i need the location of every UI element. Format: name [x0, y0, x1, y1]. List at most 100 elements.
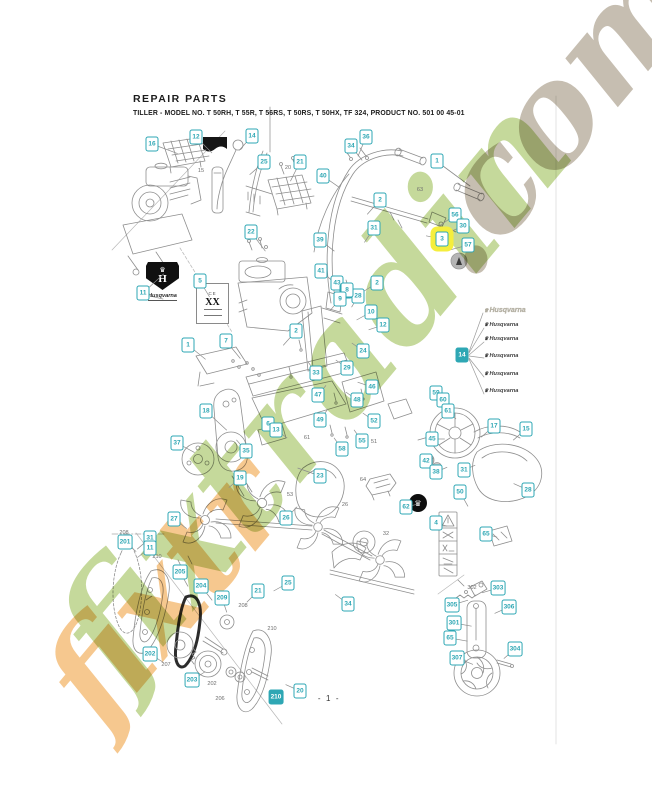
- part-callout-25: 25: [257, 154, 271, 170]
- part-callout-202: 202: [142, 646, 158, 662]
- part-callout-15: 15: [519, 421, 533, 437]
- part-callout-20: 20: [293, 683, 307, 699]
- page-title: REPAIR PARTS: [133, 93, 228, 105]
- crown-icon: ♛: [484, 308, 489, 314]
- page-number: - 1 -: [317, 694, 341, 703]
- part-callout-48: 48: [350, 392, 364, 408]
- part-callout-58: 58: [335, 441, 349, 457]
- part-number-label: 206: [215, 696, 225, 702]
- spec-decal-top: CE: [208, 291, 217, 296]
- part-number-label: 20: [284, 165, 292, 171]
- crown-icon: ♛: [484, 388, 489, 394]
- part-number-label: 63: [416, 187, 424, 193]
- part-callout-18: 18: [199, 403, 213, 419]
- part-number-label: 53: [286, 492, 294, 498]
- part-number-label: 32: [382, 531, 390, 537]
- decal-brand-text: Husqvarna: [489, 371, 519, 377]
- part-callout-61: 61: [441, 403, 455, 419]
- crown-icon: ♛: [484, 371, 489, 377]
- part-callout-203: 203: [184, 672, 200, 688]
- part-callout-306: 306: [501, 599, 517, 615]
- husqvarna-decal-row: ♛Husqvarna: [484, 371, 518, 377]
- part-callout-12: 12: [376, 317, 390, 333]
- part-callout-22: 22: [244, 224, 258, 240]
- part-callout-45: 45: [425, 431, 439, 447]
- crown-icon: ♛: [414, 498, 422, 508]
- husqvarna-decal-row: ♛Husqvarna: [484, 307, 526, 314]
- part-callout-10: 10: [364, 304, 378, 320]
- part-callout-49: 49: [313, 412, 327, 428]
- part-callout-301: 301: [446, 615, 462, 631]
- part-callout-304: 304: [507, 641, 523, 657]
- part-callout-65: 65: [479, 526, 493, 542]
- part-number-label: 61: [303, 435, 311, 441]
- part-callout-50: 50: [453, 484, 467, 500]
- part-callout-17: 17: [487, 418, 501, 434]
- part-number-label: 202: [207, 681, 217, 687]
- part-callout-31: 31: [457, 462, 471, 478]
- part-callout-41: 41: [314, 263, 328, 279]
- spec-decal-main: XX: [205, 297, 220, 308]
- part-number-label: 208: [119, 530, 129, 536]
- part-callout-35: 35: [239, 443, 253, 459]
- part-callout-7: 7: [219, 333, 233, 349]
- part-callout-14: 14: [245, 128, 259, 144]
- crown-icon: ♛: [484, 322, 489, 328]
- part-callout-305: 305: [444, 597, 460, 613]
- part-callout-27: 27: [167, 511, 181, 527]
- part-callout-40: 40: [316, 168, 330, 184]
- part-callout-23: 23: [313, 468, 327, 484]
- part-callout-13: 13: [269, 422, 283, 438]
- husqvarna-decal-row: ♛Husqvarna: [484, 336, 518, 342]
- part-number-label: 210: [267, 626, 277, 632]
- decal-brand-text: Husqvarna: [489, 388, 519, 394]
- part-callout-46: 46: [365, 379, 379, 395]
- part-callout-62: 62: [399, 499, 413, 515]
- part-callout-1: 1: [181, 337, 195, 353]
- part-callout-21: 21: [251, 583, 265, 599]
- part-callout-204: 204: [193, 578, 209, 594]
- part-callout-2: 2: [289, 323, 303, 339]
- part-number-label: 210: [152, 554, 162, 560]
- part-callout-11: 11: [136, 285, 150, 301]
- part-callout-209: 209: [214, 590, 230, 606]
- part-callout-34: 34: [341, 596, 355, 612]
- part-callout-307: 307: [449, 650, 465, 666]
- part-callout-303: 303: [490, 580, 506, 596]
- part-callout-19: 19: [233, 470, 247, 486]
- part-callout-1: 1: [430, 153, 444, 169]
- part-callout-47: 47: [311, 387, 325, 403]
- part-number-label: 302: [467, 585, 477, 591]
- husqvarna-decal-row: ♛Husqvarna: [484, 322, 518, 328]
- spec-decal-bars: [203, 309, 222, 316]
- decal-brand-text: Husqvarna: [489, 353, 519, 359]
- part-number-label: 26: [341, 502, 349, 508]
- part-callout-12: 12: [189, 129, 203, 145]
- part-number-label: 15: [197, 168, 205, 174]
- husqvarna-wordmark: Husqvarna: [148, 293, 177, 301]
- part-callout-16: 16: [145, 136, 159, 152]
- part-callout-4: 4: [429, 515, 443, 531]
- part-callout-55: 55: [355, 433, 369, 449]
- part-callout-5: 5: [193, 273, 207, 289]
- decal-brand-text: Husqvarna: [489, 322, 519, 328]
- part-callout-38: 38: [429, 464, 443, 480]
- spec-decal: CE XX: [196, 283, 229, 324]
- part-callout-29: 29: [340, 360, 354, 376]
- part-number-label: 64: [359, 477, 367, 483]
- part-callout-25: 25: [281, 575, 295, 591]
- husqvarna-decal-row: ♛Husqvarna: [484, 353, 518, 359]
- crown-icon: ♛: [484, 336, 489, 342]
- part-callout-2: 2: [370, 275, 384, 291]
- part-callout-205: 205: [172, 564, 188, 580]
- part-callout-11: 11: [143, 540, 157, 556]
- husqvarna-decal-row: ♛Husqvarna: [484, 388, 518, 394]
- part-callout-37: 37: [170, 435, 184, 451]
- part-callout-30: 30: [456, 218, 470, 234]
- part-callout-33: 33: [309, 365, 323, 381]
- part-callout-34: 34: [344, 138, 358, 154]
- part-callout-28: 28: [521, 482, 535, 498]
- part-callout-65: 65: [443, 630, 457, 646]
- part-callout-2: 2: [373, 192, 387, 208]
